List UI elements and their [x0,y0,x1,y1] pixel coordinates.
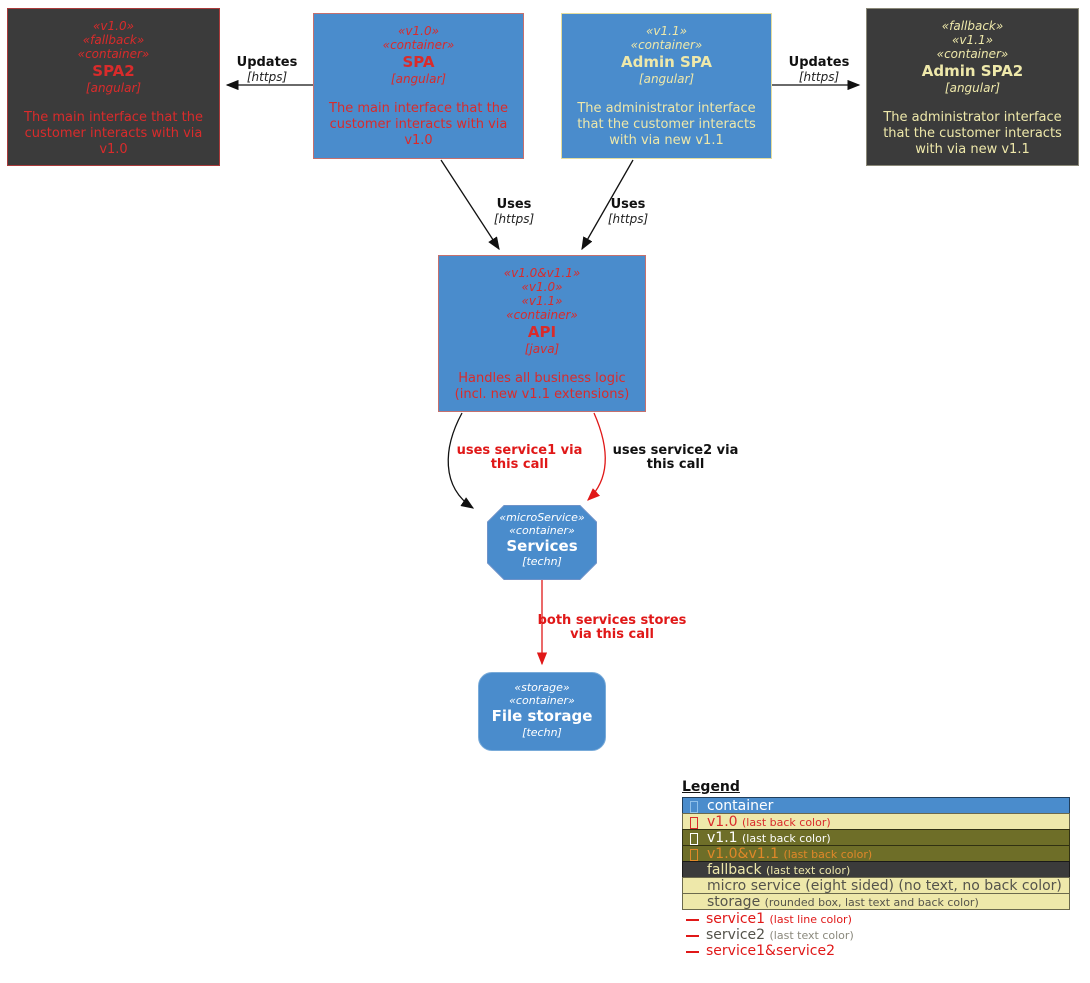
stereotype: «container» [630,38,703,52]
legend-label: service1 [706,911,766,927]
stereotype: «storage» [514,681,570,694]
edge-label-text: Uses [610,197,646,212]
node-technology: [angular] [390,72,447,86]
node-title: SPA2 [92,62,135,80]
glyph-box-icon [690,801,698,813]
node-description: Handles all business logic (incl. new v1… [454,371,630,402]
stereotype: «v1.0» [398,24,439,38]
legend: Legend container v1.0 (last back color) … [682,779,1070,959]
node-description: The administrator interface that the cus… [577,101,756,148]
line-sample-icon [686,935,699,937]
node-technology: [angular] [638,72,695,86]
node-description: The main interface that the customer int… [24,110,203,157]
edge-label-updates-right: Updates [https] [774,55,864,85]
container-admin-spa: «v1.1» «container» Admin SPA [angular] T… [561,13,772,159]
stereotype: «v1.0» [521,280,563,294]
legend-row-v1-0-and-v1-1: v1.0&v1.1 (last back color) [682,845,1070,862]
stereotype: «container» [936,47,1009,61]
edge-label-tech: [https] [493,212,535,226]
edge-label-updates-left: Updates [https] [220,55,314,85]
edge-label-text: Updates [788,55,850,70]
legend-row-service1-and-service2: service1&service2 [682,943,1070,959]
legend-note: (last back color) [783,848,873,861]
legend-row-v1-0: v1.0 (last back color) [682,813,1070,830]
node-title: File storage [491,707,593,725]
legend-row-micro-service: micro service (eight sided) (no text, no… [682,877,1070,894]
container-services-octagon: «microService» «container» Services [tec… [487,505,597,580]
legend-label: service1&service2 [706,943,836,959]
stereotype: «v1.1» [646,24,687,38]
node-technology: [java] [524,342,560,356]
node-description: The administrator interface that the cus… [883,110,1062,157]
legend-title: Legend [682,779,740,795]
node-technology: [angular] [944,81,1001,95]
edge-label-tech: [https] [607,212,649,226]
line-sample-icon [686,919,699,921]
glyph-box-icon [690,833,698,845]
stereotype: «container» [506,308,578,322]
legend-label: container [707,798,774,814]
node-title: Admin SPA2 [921,62,1024,80]
legend-note: (last back color) [742,832,831,845]
node-title: Admin SPA [620,53,713,71]
glyph-box-icon [690,817,698,829]
edge-label-uses-spa: Uses [https] [479,197,549,227]
edge-label-storage: both services stores via this call [537,613,687,642]
legend-label: service2 [706,927,766,943]
container-api: «v1.0&v1.1» «v1.0» «v1.1» «container» AP… [438,255,646,412]
container-admin-spa2: «fallback» «v1.1» «container» Admin SPA2… [866,8,1079,166]
stereotype: «v1.1» [521,294,563,308]
stereotype: «microService» [499,511,585,524]
container-file-storage: «storage» «container» File storage [tech… [478,672,606,751]
edge-label-uses-admin: Uses [https] [593,197,663,227]
legend-row-container: container [682,797,1070,814]
edge-label-service2: uses service2 via this call [612,443,739,472]
stereotype: «fallback» [941,19,1004,33]
container-spa2: «v1.0» «fallback» «container» SPA2 [angu… [7,8,220,166]
legend-note: (rounded box, last text and back color) [764,896,979,909]
legend-row-service1: service1 (last line color) [682,911,1070,927]
stereotype: «container» [77,47,150,61]
node-technology: [angular] [85,81,142,95]
legend-label: storage [707,894,761,910]
stereotype: «container» [382,38,455,52]
stereotype: «container» [509,524,575,537]
node-title: API [527,323,557,341]
line-sample-icon [686,951,699,953]
node-title: Services [506,537,578,555]
legend-label: v1.0 [707,814,738,830]
legend-row-fallback: fallback (last text color) [682,861,1070,878]
legend-note: (last line color) [769,913,852,926]
stereotype: «fallback» [82,33,145,47]
stereotype: «v1.0&v1.1» [503,266,581,280]
stereotype: «v1.0» [93,19,134,33]
legend-note: (last text color) [766,864,851,877]
node-title: SPA [402,53,435,71]
stereotype: «container» [509,694,575,707]
legend-label: fallback [707,862,762,878]
glyph-box-icon [690,849,698,861]
octagon-shape [487,505,597,580]
legend-row-storage: storage (rounded box, last text and back… [682,893,1070,910]
edge-label-tech: [https] [246,70,288,84]
stereotype: «v1.1» [952,33,993,47]
legend-note: (last text color) [769,929,854,942]
legend-label: micro service (eight sided) (no text, no… [707,878,1062,894]
container-spa: «v1.0» «container» SPA [angular] The mai… [313,13,524,159]
legend-row-v1-1: v1.1 (last back color) [682,829,1070,846]
legend-label: v1.0&v1.1 [707,846,780,862]
edge-label-service1: uses service1 via this call [456,443,583,472]
legend-row-service2: service2 (last text color) [682,927,1070,943]
edge-label-text: Updates [236,55,298,70]
node-description: The main interface that the customer int… [329,101,508,148]
node-technology: [techn] [522,726,562,739]
legend-label: v1.1 [707,830,738,846]
legend-note: (last back color) [742,816,831,829]
edge-label-tech: [https] [798,70,840,84]
edge-label-text: Uses [496,197,532,212]
node-technology: [techn] [522,555,562,568]
